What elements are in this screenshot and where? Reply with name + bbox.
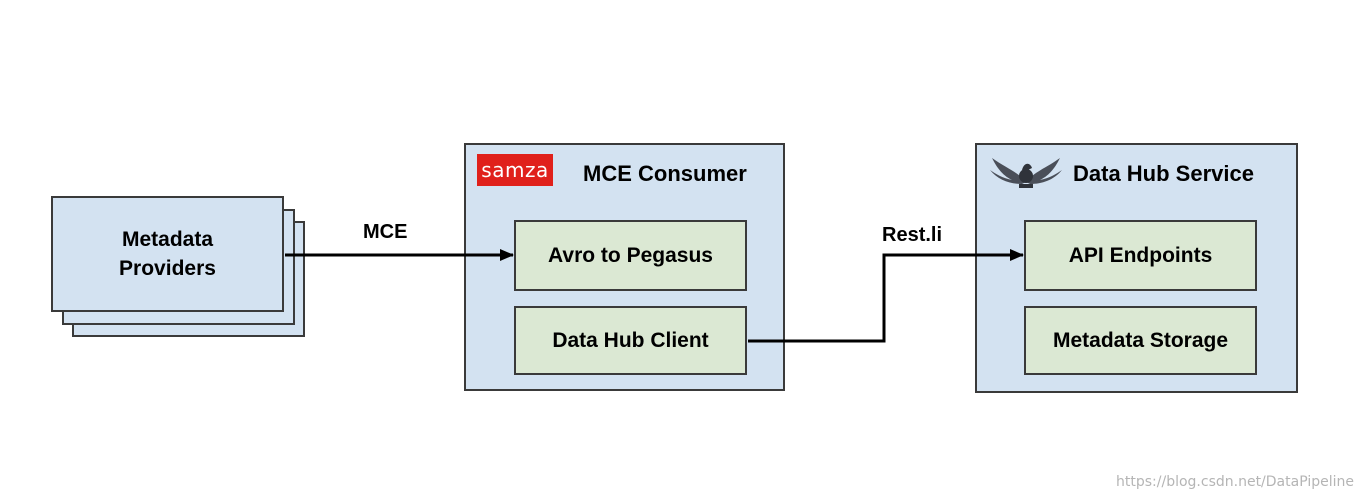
restli-arrow [748, 249, 1024, 343]
api-endpoints-box: API Endpoints [1024, 220, 1257, 291]
providers-label-line1: Metadata [121, 228, 214, 251]
samza-logo-text: samza [481, 158, 549, 182]
mce-edge-label: MCE [363, 221, 408, 243]
watermark: https://blog.csdn.net/DataPipeline [1116, 474, 1354, 490]
avro-to-pegasus-box: Avro to Pegasus [514, 220, 747, 291]
metadata-storage-box: Metadata Storage [1024, 306, 1257, 375]
mce-consumer-title: MCE Consumer [583, 161, 747, 186]
restli-edge-label: Rest.li [882, 224, 943, 246]
data-hub-client-box: Data Hub Client [514, 306, 747, 375]
samza-logo: samza [477, 154, 553, 186]
metadata-providers-box: Metadata Providers [51, 196, 284, 312]
providers-label-line2: Providers [119, 257, 216, 280]
data-hub-service-title: Data Hub Service [1073, 161, 1254, 186]
restli-eagle-icon [990, 158, 1062, 188]
